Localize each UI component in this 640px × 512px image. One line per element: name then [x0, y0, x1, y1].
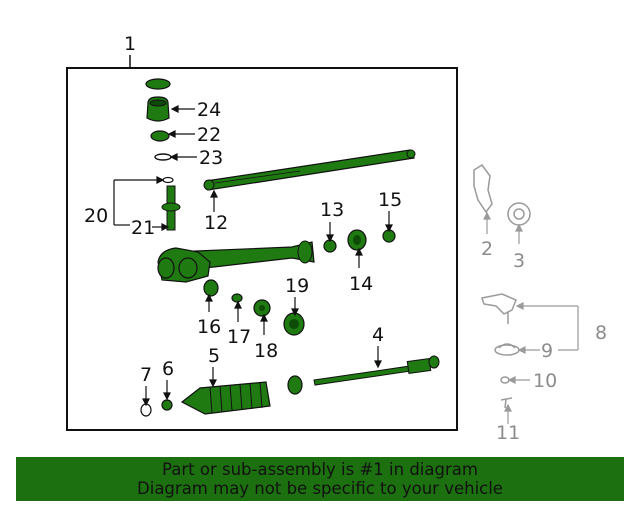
callout-15[interactable]: 15	[378, 189, 402, 211]
callout-1[interactable]: 1	[124, 33, 136, 55]
callout-22[interactable]: 22	[197, 124, 221, 146]
part-23-ring[interactable]	[154, 153, 172, 161]
callout-2[interactable]: 2	[481, 238, 493, 260]
banner-line-1: Part or sub-assembly is #1 in diagram	[162, 460, 478, 479]
callout-20[interactable]: 20	[84, 205, 108, 227]
part-24-cap[interactable]	[145, 78, 171, 122]
part-22-washer[interactable]	[150, 130, 170, 142]
callout-13[interactable]: 13	[320, 199, 344, 221]
callout-17[interactable]: 17	[227, 326, 251, 348]
callout-7[interactable]: 7	[140, 364, 152, 386]
part-16-plug[interactable]	[203, 279, 219, 297]
leader-lines-grey	[483, 211, 579, 424]
callout-3[interactable]: 3	[513, 250, 525, 272]
callout-11[interactable]: 11	[496, 422, 520, 444]
part-rack-housing[interactable]	[157, 240, 315, 283]
banner-line-2: Diagram may not be specific to your vehi…	[137, 479, 503, 498]
part-2-bracket[interactable]	[473, 163, 493, 214]
part-9-boot[interactable]	[494, 343, 520, 356]
sub-assembly-banner: Part or sub-assembly is #1 in diagram Di…	[16, 457, 624, 501]
callout-19[interactable]: 19	[285, 275, 309, 297]
part-3-bushing[interactable]	[507, 202, 531, 226]
part-20-oring[interactable]	[162, 176, 174, 184]
part-21-pinion[interactable]	[161, 185, 181, 231]
part-17-screw[interactable]	[231, 293, 243, 303]
callout-9[interactable]: 9	[541, 340, 553, 362]
part-12-rack-bar[interactable]	[203, 149, 416, 191]
callout-10[interactable]: 10	[533, 370, 557, 392]
part-4-tie-rod[interactable]	[313, 355, 440, 386]
callout-5[interactable]: 5	[208, 345, 220, 367]
assembly-frame	[66, 67, 458, 431]
part-18-seal[interactable]	[253, 299, 271, 317]
part-5-boot[interactable]	[180, 381, 271, 415]
part-11-pin[interactable]	[500, 397, 513, 409]
callout-12[interactable]: 12	[204, 212, 228, 234]
callout-8[interactable]: 8	[595, 322, 607, 344]
callout-4[interactable]: 4	[372, 324, 384, 346]
callout-16[interactable]: 16	[197, 316, 221, 338]
part-14-mount[interactable]	[347, 229, 367, 251]
part-8-tie-rod-end[interactable]	[481, 293, 517, 324]
part-5-boot-clamp[interactable]	[287, 375, 303, 395]
callout-18[interactable]: 18	[254, 340, 278, 362]
part-19-cap[interactable]	[283, 312, 305, 336]
callout-23[interactable]: 23	[199, 147, 223, 169]
callout-21[interactable]: 21	[131, 217, 155, 239]
leader-lines	[113, 105, 393, 407]
callout-6[interactable]: 6	[162, 358, 174, 380]
part-6-nut[interactable]	[161, 399, 173, 411]
callout-14[interactable]: 14	[349, 273, 373, 295]
callout-24[interactable]: 24	[197, 99, 221, 121]
